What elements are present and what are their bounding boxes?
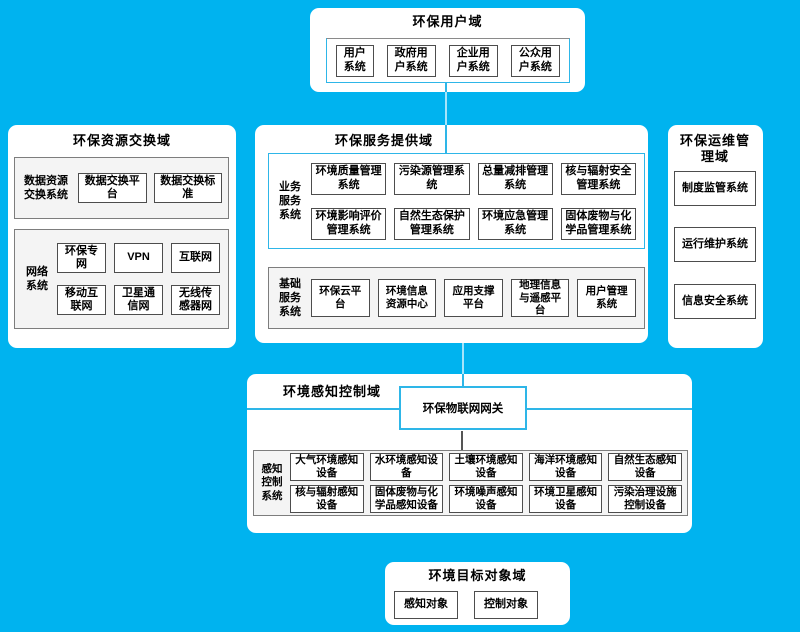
system-box: 用户管理系统 — [577, 279, 636, 317]
group-label: 基础服务系统 — [279, 277, 301, 319]
device-box: 污染治理设施控制设备 — [608, 485, 682, 513]
domain-user-title: 环保用户域 — [412, 14, 483, 29]
network-box: 卫星通信网 — [114, 285, 163, 315]
connector-service-gateway-gap — [462, 343, 464, 374]
system-box: 环境影响评价管理系统 — [311, 207, 387, 240]
system-box: 运行维护系统 — [674, 227, 756, 262]
system-box: 应用支撑平台 — [444, 279, 503, 317]
system-box: 核与辐射安全管理系统 — [560, 162, 636, 195]
system-box: 地理信息与遥感平台 — [510, 279, 570, 317]
devices-grid: 大气环境感知设备 水环境感知设备 土壤环境感知设备 海洋环境感知设备 自然生态感… — [290, 453, 682, 513]
group-label: 业务服务系统 — [279, 180, 301, 222]
domain-exchange: 环保资源交换域 数据资源交换系统 数据交换平台 数据交换标准 网络系统 环保专网… — [8, 125, 236, 348]
data-exchange-container: 数据资源交换系统 数据交换平台 数据交换标准 — [14, 157, 229, 219]
system-box: 环境应急管理系统 — [477, 207, 553, 240]
connector-user-service-top — [445, 82, 447, 92]
system-box: 用户系统 — [336, 44, 374, 77]
connector-service-gateway-in — [462, 374, 464, 388]
device-box: 海洋环境感知设备 — [528, 453, 603, 481]
group-label: 感知控制系统 — [261, 462, 283, 502]
domain-target-title: 环境目标对象域 — [428, 568, 527, 583]
user-systems-container: 用户系统 政府用户系统 企业用户系统 公众用户系统 — [326, 38, 570, 83]
gateway-drop-line — [461, 431, 463, 450]
device-box: 环境噪声感知设备 — [449, 485, 523, 513]
domain-ops-title: 环保运维管理域 — [679, 133, 750, 164]
domain-ops: 环保运维管理域 制度监管系统 运行维护系统 信息安全系统 — [668, 125, 763, 348]
system-box: 数据交换标准 — [153, 173, 222, 203]
system-box: 总量减排管理系统 — [477, 162, 553, 195]
domain-sensing: 环境感知控制域 环保物联网网关 感知控制系统 大气环境感知设备 水环境感知设备 … — [247, 374, 692, 533]
group-label: 数据资源交换系统 — [24, 174, 68, 201]
system-box: 数据交换平台 — [78, 173, 147, 203]
system-box: 环境信息资源中心 — [377, 279, 437, 317]
object-box: 感知对象 — [394, 591, 458, 619]
system-box: 污染源管理系统 — [394, 162, 470, 195]
domain-exchange-title: 环保资源交换域 — [72, 133, 171, 148]
gateway-box: 环保物联网网关 — [399, 386, 527, 430]
system-box: 企业用户系统 — [448, 44, 498, 77]
business-grid: 环境质量管理系统 污染源管理系统 总量减排管理系统 核与辐射安全管理系统 环境影… — [311, 162, 636, 240]
network-container: 网络系统 环保专网 VPN 互联网 移动互联网 卫星通信网 无线传感器网 — [14, 229, 229, 329]
network-box: VPN — [114, 243, 163, 273]
connector-user-service-bottom — [445, 125, 447, 153]
network-grid: 环保专网 VPN 互联网 移动互联网 卫星通信网 无线传感器网 — [57, 243, 220, 315]
device-box: 土壤环境感知设备 — [449, 453, 523, 481]
domain-sensing-title: 环境感知控制域 — [283, 384, 382, 399]
domain-service-title: 环保服务提供域 — [335, 133, 434, 148]
domain-target: 环境目标对象域 感知对象 控制对象 — [385, 562, 570, 625]
device-box: 水环境感知设备 — [369, 453, 444, 481]
business-services-container: 业务服务系统 环境质量管理系统 污染源管理系统 总量减排管理系统 核与辐射安全管… — [268, 153, 645, 249]
system-box: 信息安全系统 — [674, 284, 756, 319]
device-box: 大气环境感知设备 — [290, 453, 364, 481]
device-box: 自然生态感知设备 — [608, 453, 682, 481]
system-box: 政府用户系统 — [386, 44, 436, 77]
system-box: 自然生态保护管理系统 — [394, 207, 470, 240]
system-box: 环保云平台 — [311, 279, 370, 317]
object-box: 控制对象 — [474, 591, 538, 619]
sensing-devices-container: 感知控制系统 大气环境感知设备 水环境感知设备 土壤环境感知设备 海洋环境感知设… — [253, 450, 688, 516]
network-box: 无线传感器网 — [171, 285, 220, 315]
system-box: 环境质量管理系统 — [311, 162, 387, 195]
group-label: 网络系统 — [26, 265, 48, 292]
domain-user: 环保用户域 用户系统 政府用户系统 企业用户系统 公众用户系统 — [310, 8, 585, 92]
system-box: 固体废物与化学品管理系统 — [560, 207, 636, 240]
device-box: 固体废物与化学品感知设备 — [369, 485, 444, 513]
system-box: 公众用户系统 — [510, 44, 560, 77]
domain-service: 环保服务提供域 业务服务系统 环境质量管理系统 污染源管理系统 总量减排管理系统… — [255, 125, 648, 343]
connector-user-service-gap — [445, 92, 447, 125]
network-box: 互联网 — [171, 243, 220, 273]
network-box: 移动互联网 — [57, 285, 106, 315]
network-box: 环保专网 — [57, 243, 106, 273]
device-box: 环境卫星感知设备 — [528, 485, 603, 513]
system-box: 制度监管系统 — [674, 171, 756, 206]
basic-services-container: 基础服务系统 环保云平台 环境信息资源中心 应用支撑平台 地理信息与遥感平台 用… — [268, 267, 645, 329]
device-box: 核与辐射感知设备 — [290, 485, 364, 513]
